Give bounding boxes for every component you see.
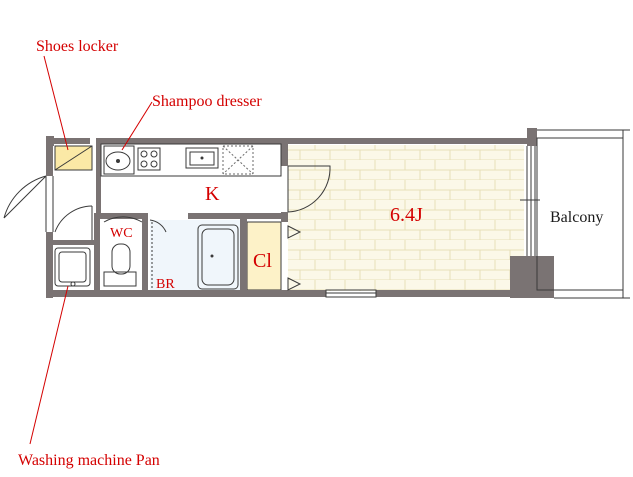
leader-lines bbox=[29, 55, 153, 445]
living-room-door bbox=[287, 165, 331, 213]
closet-doors bbox=[287, 225, 302, 291]
washing-machine-pan bbox=[54, 247, 91, 287]
entry-doors bbox=[54, 205, 93, 240]
label-closet: Cl bbox=[253, 250, 272, 272]
label-balcony: Balcony bbox=[550, 209, 603, 226]
walls bbox=[46, 128, 554, 298]
label-bathroom: BR bbox=[156, 277, 175, 292]
label-shoes-locker: Shoes locker bbox=[36, 38, 119, 55]
label-washing-machine-pan: Washing machine Pan bbox=[18, 452, 160, 469]
balcony-outline bbox=[536, 129, 630, 299]
entrance-door bbox=[3, 175, 54, 232]
label-room-size: 6.4J bbox=[390, 204, 423, 226]
living-room-floor bbox=[288, 145, 524, 291]
wc-toilet bbox=[103, 216, 143, 287]
label-shampoo-dresser: Shampoo dresser bbox=[152, 93, 262, 110]
label-wc: WC bbox=[110, 226, 133, 241]
kitchen-counter bbox=[100, 143, 282, 177]
closet-floor bbox=[246, 221, 282, 291]
bathroom-floor bbox=[150, 220, 240, 290]
bathroom-fixtures bbox=[149, 219, 239, 290]
label-kitchen: K bbox=[205, 183, 220, 205]
shoes-locker bbox=[54, 145, 93, 171]
balcony-window bbox=[520, 146, 540, 256]
bottom-window bbox=[325, 289, 377, 298]
